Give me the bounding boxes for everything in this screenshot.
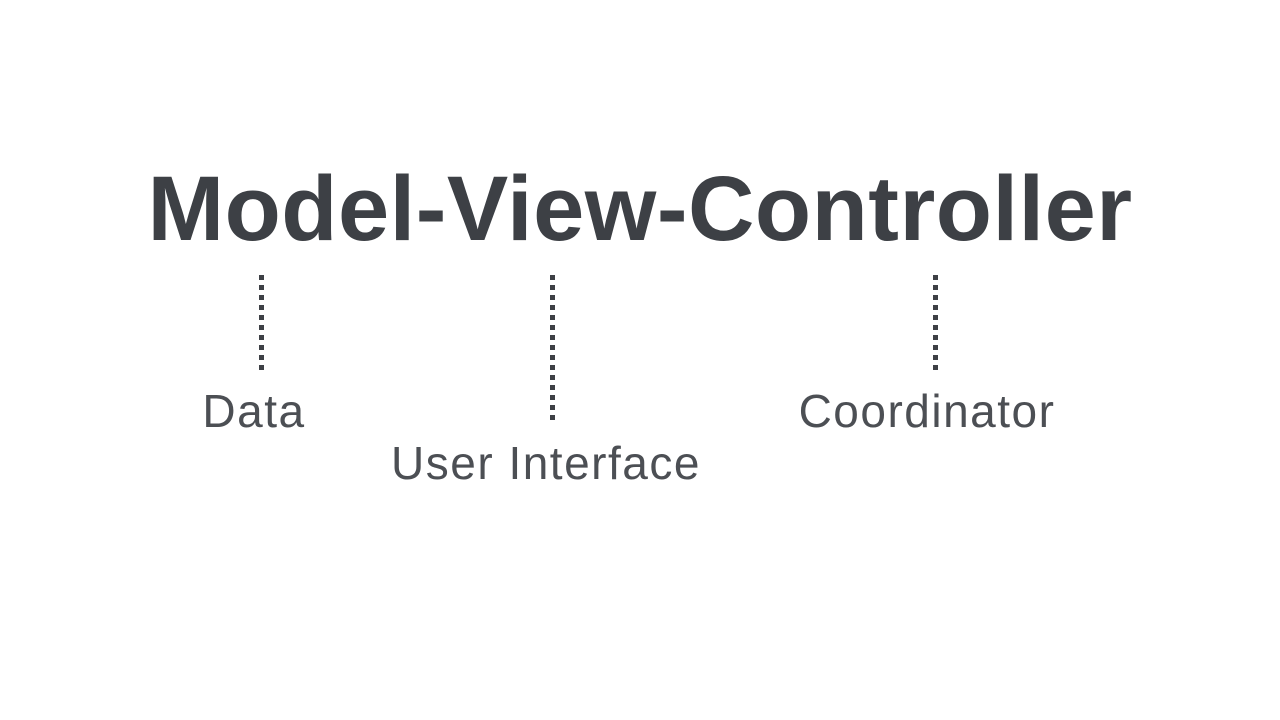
annotation-label-view: User Interface (391, 437, 701, 489)
annotation-label-controller: Coordinator (798, 385, 1056, 437)
connector-line-controller (933, 275, 938, 371)
connector-line-view (550, 275, 555, 421)
diagram-title: Model-View-Controller (147, 158, 1133, 260)
connector-line-model (259, 275, 264, 371)
annotation-label-model: Data (202, 385, 306, 437)
